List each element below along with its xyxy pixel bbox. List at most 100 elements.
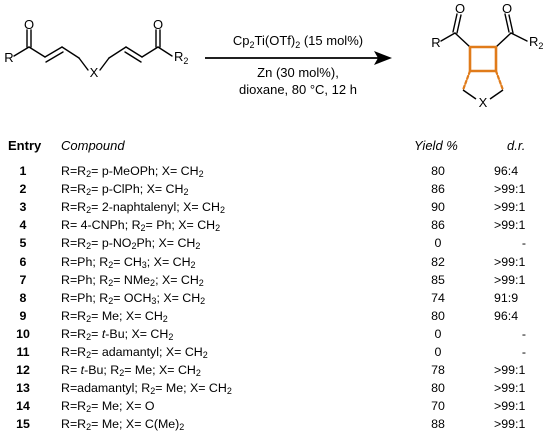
- compound-description: R=Ph; R2= CH3; X= CH2: [61, 254, 196, 270]
- entry-number: 2: [19, 182, 27, 197]
- header-dr: d.r.: [507, 138, 526, 153]
- compound-description: R=R2= p-ClPh; X= CH2: [61, 182, 189, 198]
- table-row: 15 R=R2= Me; X= C(Me)2 88 >99:1: [0, 417, 550, 435]
- header-entry: Entry: [8, 138, 42, 153]
- header-yield: Yield %: [414, 138, 458, 153]
- entry-number: 12: [16, 363, 30, 378]
- compound-description: R= t-Bu; R2= Me; X= CH2: [61, 363, 201, 379]
- compound-description: R=R2= Me; X= CH2: [61, 308, 168, 324]
- table-row: 3 R=R2= 2-naphtalenyl; X= CH2 90 >99:1: [0, 200, 550, 218]
- entry-number: 3: [19, 200, 27, 215]
- compound-description: R=Ph; R2= OCH3; X= CH2: [61, 290, 206, 306]
- ring-connectors: [462, 89, 504, 100]
- entry-number: 13: [16, 381, 30, 396]
- compound-description: R=R2= t-Bu; X= CH2: [61, 326, 174, 342]
- entry-number: 5: [19, 236, 27, 251]
- table-row: 7 R=Ph; R2= NMe2; X= CH2 85 >99:1: [0, 273, 550, 291]
- table-row: 10 R=R2= t-Bu; X= CH2 0 -: [0, 327, 550, 345]
- dr-value: >99:1: [494, 417, 526, 432]
- r2-symbol: R: [174, 49, 183, 64]
- dr-value: -: [521, 345, 527, 359]
- yield-value: 0: [434, 236, 442, 251]
- atom-o-product-left: O: [455, 1, 465, 16]
- catalyst-label: Cp2Ti(OTf)2 (15 mol%): [233, 33, 363, 50]
- compound-description: R=Ph; R2= NMe2; X= CH2: [61, 272, 204, 288]
- table-row: 5 R=R2= p-NO2Ph; X= CH2 0 -: [0, 236, 550, 254]
- entry-number: 6: [19, 254, 27, 269]
- dr-value: >99:1: [494, 254, 526, 269]
- dr-value: 96:4: [494, 308, 519, 323]
- reaction-scheme: O R X O R2 Cp2Ti(OTf)2 (15 mol%) Zn (30 …: [4, 1, 543, 110]
- atom-r2-left: R2: [174, 49, 188, 66]
- dr-value: >99:1: [494, 381, 526, 396]
- dr-value: >99:1: [494, 182, 526, 197]
- entry-number: 8: [19, 290, 27, 305]
- table-row: 11 R=R2= adamantyl; X= CH2 0 -: [0, 345, 550, 363]
- entry-number: 15: [16, 417, 30, 432]
- yield-value: 86: [431, 218, 445, 233]
- atom-x-product: X: [479, 95, 488, 110]
- dr-value: >99:1: [494, 218, 526, 233]
- atom-r-left: R: [4, 50, 13, 65]
- yield-value: 80: [431, 381, 445, 396]
- cyclopentane-ring: [461, 69, 505, 92]
- dr-value: 96:4: [494, 164, 519, 178]
- compound-description: R=adamantyl; R2= Me; X= CH2: [61, 381, 232, 397]
- conditions-line-1: Zn (30 mol%),: [257, 65, 339, 80]
- entry-number: 7: [19, 272, 27, 287]
- r2-product-symbol: R: [529, 34, 538, 49]
- table-row: 9 R=R2= Me; X= CH2 80 96:4: [0, 309, 550, 327]
- conditions-line-2: dioxane, 80 °C, 12 h: [239, 82, 357, 97]
- dr-value: 91:9: [494, 290, 519, 305]
- table-row: 8 R=Ph; R2= OCH3; X= CH2 74 91:9: [0, 291, 550, 309]
- dr-value: -: [521, 326, 527, 341]
- atom-o-product-right: O: [502, 1, 512, 16]
- table-row: 4 R= 4-CNPh; R2= Ph; X= CH2 86 >99:1: [0, 218, 550, 236]
- atom-o-right: O: [153, 17, 163, 32]
- entry-number: 11: [16, 345, 30, 359]
- table-row: 13 R=adamantyl; R2= Me; X= CH2 80 >99:1: [0, 381, 550, 399]
- atom-r2-product: R2: [529, 34, 543, 51]
- yield-value: 90: [431, 200, 445, 215]
- dr-value: -: [521, 236, 527, 251]
- entry-number: 9: [19, 308, 27, 323]
- product-structure: [440, 13, 528, 48]
- entry-number: 4: [19, 218, 27, 233]
- table-row: 2 R=R2= p-ClPh; X= CH2 86 >99:1: [0, 182, 550, 200]
- compound-description: R=R2= p-MeOPh; X= CH2: [61, 164, 204, 179]
- yield-value: 0: [434, 345, 442, 359]
- dr-value: >99:1: [494, 272, 526, 287]
- yield-value: 80: [431, 164, 445, 178]
- compound-description: R= 4-CNPh; R2= Ph; X= CH2: [61, 218, 221, 234]
- starting-material-structure: [13, 29, 173, 71]
- compound-description: R=R2= adamantyl; X= CH2: [61, 345, 208, 360]
- yield-value: 85: [431, 272, 445, 287]
- table-row: 6 R=Ph; R2= CH3; X= CH2 82 >99:1: [0, 255, 550, 273]
- atom-o-left: O: [24, 17, 34, 32]
- yield-value: 86: [431, 182, 445, 197]
- compound-description: R=R2= p-NO2Ph; X= CH2: [61, 236, 201, 252]
- dr-value: >99:1: [494, 399, 526, 414]
- entry-number: 10: [16, 326, 30, 341]
- yield-value: 78: [431, 363, 445, 378]
- yield-value: 82: [431, 254, 445, 269]
- entry-number: 14: [16, 399, 30, 414]
- yield-value: 74: [431, 290, 445, 305]
- yield-value: 88: [431, 417, 445, 432]
- yield-value: 0: [434, 326, 442, 341]
- table-row: 14 R=R2= Me; X= O 70 >99:1: [0, 399, 550, 417]
- yield-value: 80: [431, 308, 445, 323]
- compound-description: R=R2= 2-naphtalenyl; X= CH2: [61, 200, 225, 216]
- entry-number: 1: [19, 164, 27, 178]
- atom-x-left: X: [90, 65, 99, 80]
- compound-description: R=R2= Me; X= C(Me)2: [61, 417, 185, 433]
- table-row: 1 R=R2= p-MeOPh; X= CH2 80 96:4: [0, 164, 550, 182]
- cyclobutane-ring: [468, 45, 498, 73]
- dr-value: >99:1: [494, 200, 526, 215]
- yield-value: 70: [431, 399, 445, 414]
- reaction-arrow: [205, 51, 392, 65]
- atom-r-product: R: [431, 35, 440, 50]
- header-compound: Compound: [61, 138, 125, 153]
- compound-description: R=R2= Me; X= O: [61, 399, 155, 415]
